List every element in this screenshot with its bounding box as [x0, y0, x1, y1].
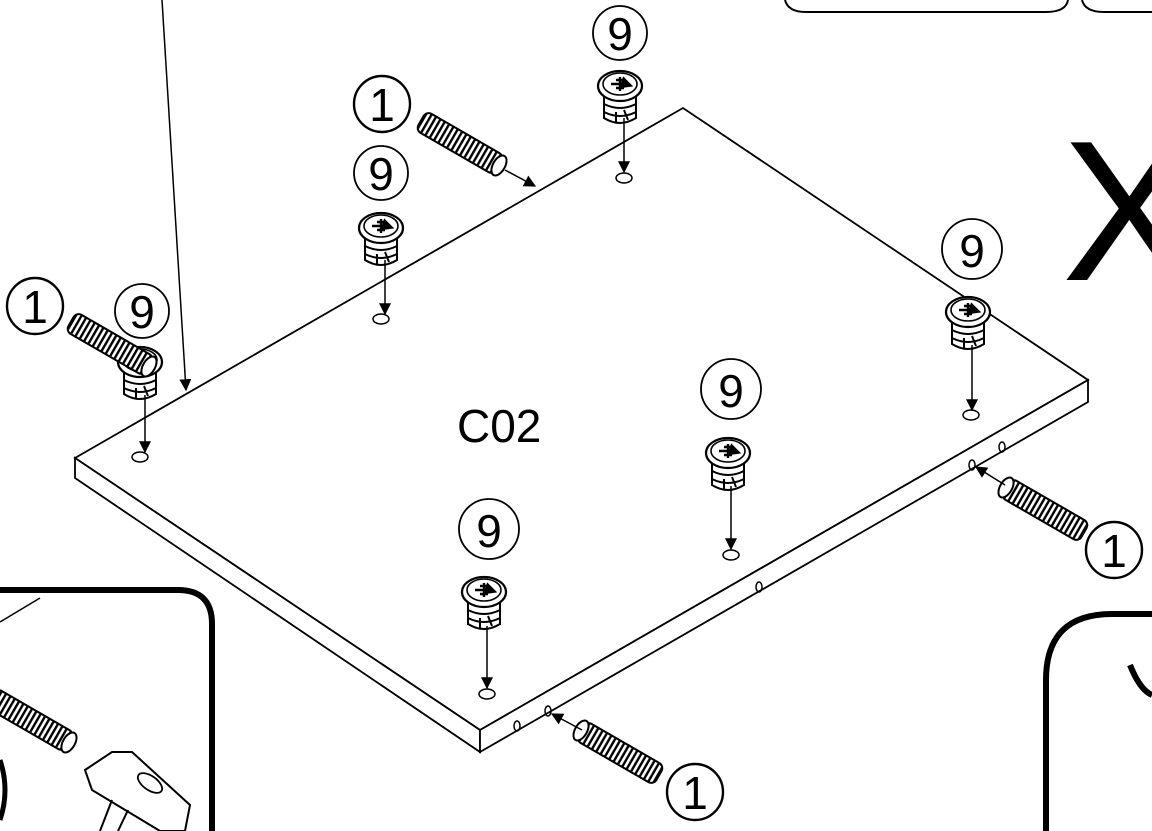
cam-fitting-3: [598, 71, 642, 174]
hammer-icon: [83, 751, 192, 831]
dowel-2: [414, 109, 537, 187]
part-callout-1: 1: [665, 762, 725, 822]
dowel-1: [64, 0, 192, 392]
svg-text:1: 1: [1101, 525, 1127, 577]
part-callout-9: 9: [941, 218, 1003, 280]
part-callout-9: 9: [592, 5, 648, 61]
detail-box-right: [1043, 611, 1152, 831]
part-callout-1: 1: [5, 276, 65, 336]
part-callout-9: 9: [114, 283, 170, 339]
side-marker: X: [1062, 100, 1152, 323]
hammer-detail-box: [0, 587, 215, 831]
svg-text:1: 1: [22, 281, 48, 333]
part-callout-9: 9: [353, 145, 409, 201]
svg-text:9: 9: [476, 505, 502, 557]
cam-fitting-2: [359, 213, 403, 316]
box-top-2: [1081, 0, 1152, 13]
panel-label: C02: [457, 400, 541, 452]
part-callout-9: 9: [458, 498, 520, 560]
cam-fitting-1: [118, 347, 162, 454]
svg-text:9: 9: [129, 286, 155, 338]
box-top-1: [784, 0, 1069, 13]
dowel-3: [974, 466, 1091, 544]
svg-text:9: 9: [959, 225, 985, 277]
cam-fitting-4: [946, 297, 990, 412]
cam-fitting-6: [462, 577, 506, 690]
part-callout-9: 9: [700, 358, 762, 420]
dowel-4: [550, 713, 666, 787]
svg-text:1: 1: [682, 767, 708, 819]
panel-c02: [73, 106, 1090, 754]
svg-text:9: 9: [718, 365, 744, 417]
svg-text:1: 1: [369, 79, 395, 131]
cam-fitting-5: [706, 438, 750, 551]
svg-text:9: 9: [368, 148, 394, 200]
svg-text:9: 9: [607, 8, 633, 60]
part-callout-1: 1: [1084, 520, 1144, 580]
part-callout-1: 1: [352, 74, 412, 134]
